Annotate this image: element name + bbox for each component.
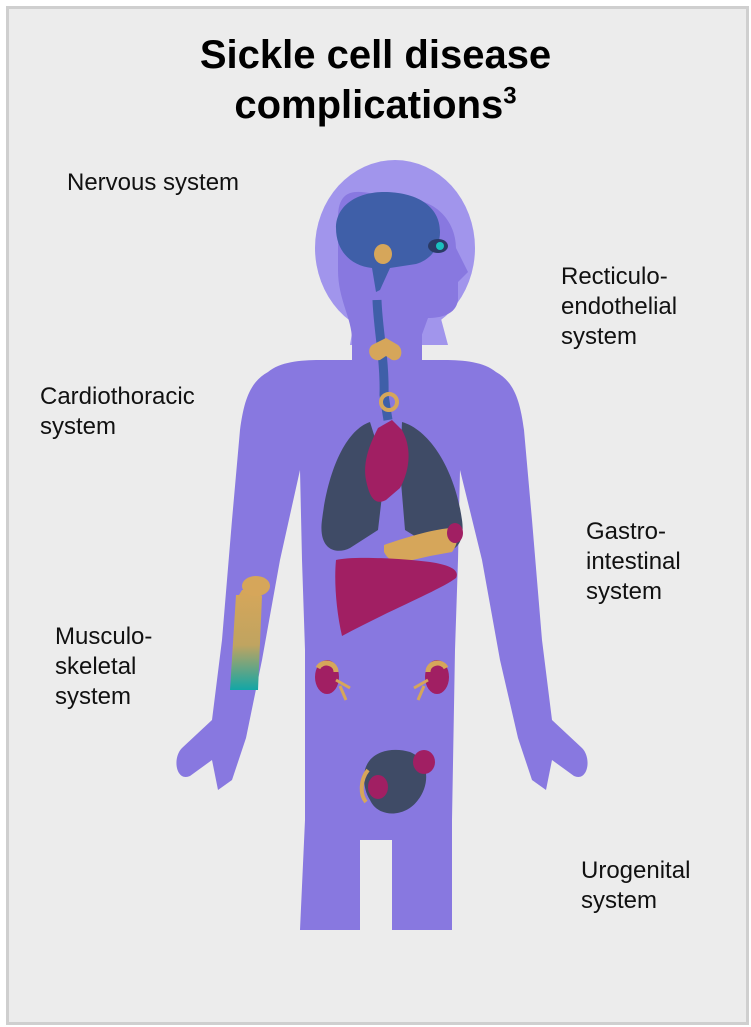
label-gastrointestinal-system: Gastro- intestinal system bbox=[586, 517, 681, 607]
label-reticulo-endothelial-system: Recticulo- endothelial system bbox=[561, 262, 677, 352]
label-musculo-line-3: system bbox=[55, 682, 152, 712]
label-musculo-line-1: Musculo- bbox=[55, 622, 152, 652]
label-reticulo-line-2: endothelial bbox=[561, 292, 677, 322]
label-urogenital-system: Urogenital system bbox=[581, 856, 690, 916]
label-gastro-line-2: intestinal bbox=[586, 547, 681, 577]
label-cardiothoracic-system: Cardiothoracic system bbox=[40, 382, 195, 442]
spleen-organ bbox=[447, 523, 463, 543]
label-gastro-line-3: system bbox=[586, 577, 681, 607]
pituitary-gland bbox=[374, 244, 392, 264]
label-cardio-line-1: Cardiothoracic bbox=[40, 382, 195, 412]
label-nervous-line-1: Nervous system bbox=[67, 168, 239, 198]
label-urogenital-line-1: Urogenital bbox=[581, 856, 690, 886]
label-reticulo-line-1: Recticulo- bbox=[561, 262, 677, 292]
label-urogenital-line-2: system bbox=[581, 886, 690, 916]
label-nervous-system: Nervous system bbox=[67, 168, 239, 198]
prostate-organ bbox=[368, 775, 388, 799]
label-musculoskeletal-system: Musculo- skeletal system bbox=[55, 622, 152, 712]
label-cardio-line-2: system bbox=[40, 412, 195, 442]
label-musculo-line-2: skeletal bbox=[55, 652, 152, 682]
label-gastro-line-1: Gastro- bbox=[586, 517, 681, 547]
iris-icon bbox=[436, 242, 444, 250]
label-reticulo-line-3: system bbox=[561, 322, 677, 352]
gonad-organ bbox=[413, 750, 435, 774]
leg-gap bbox=[362, 845, 392, 935]
